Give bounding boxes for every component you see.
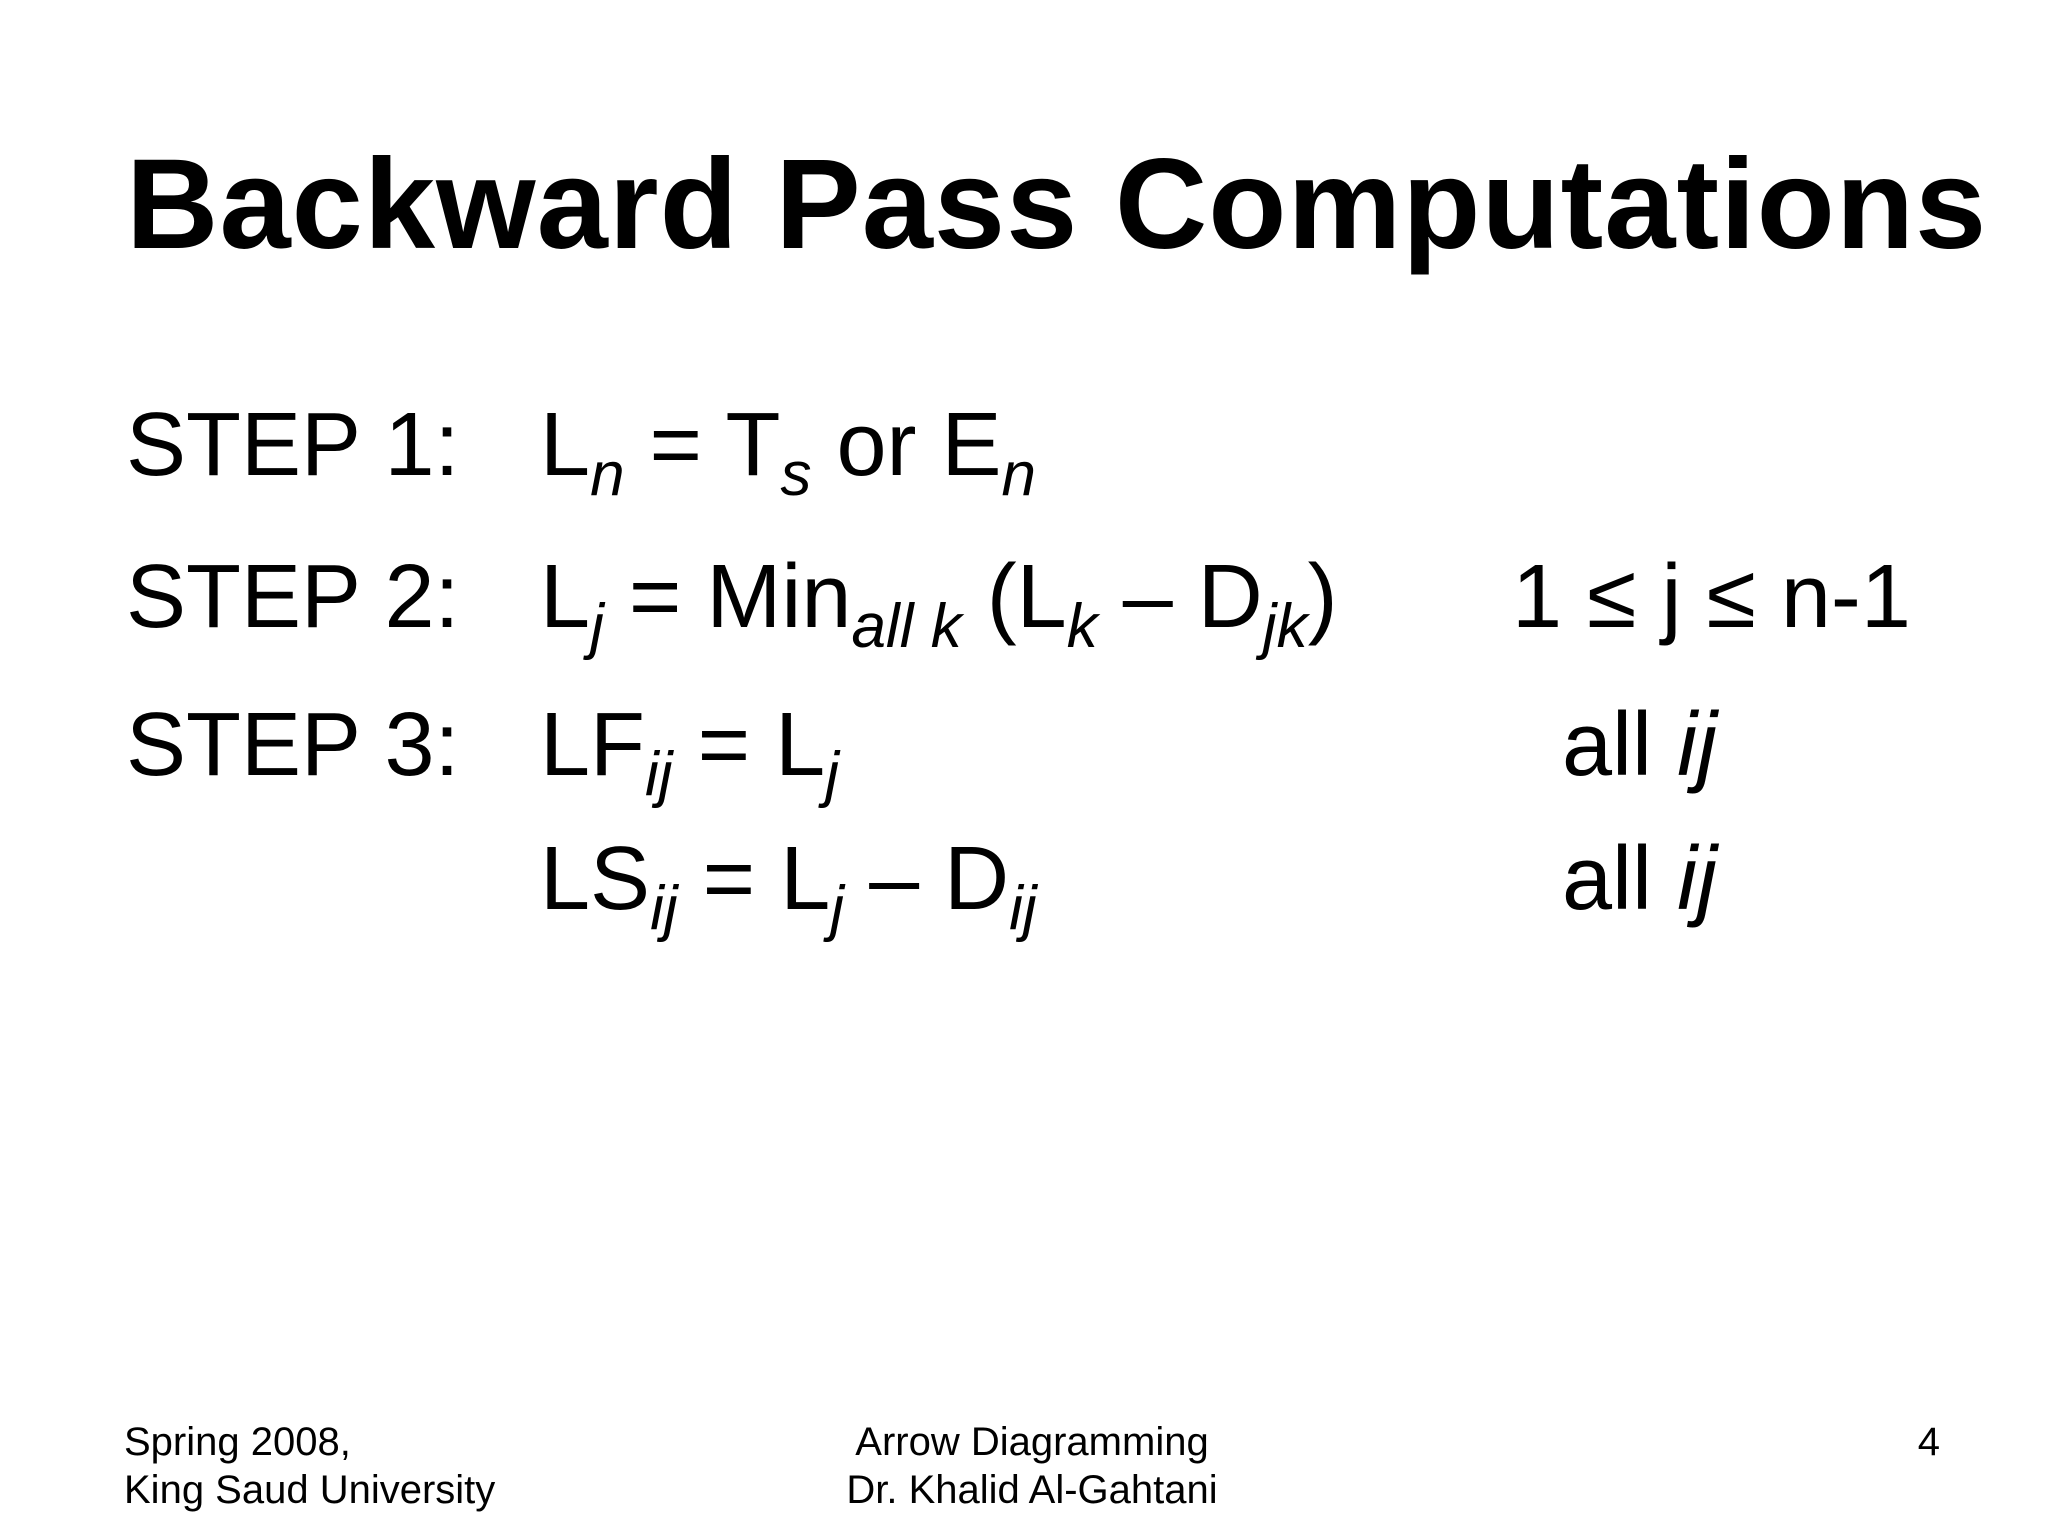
step-2-condition: 1 ≤ j ≤ n-1 <box>1512 547 1911 647</box>
footer-center: Arrow Diagramming Dr. Khalid Al-Gahtani <box>842 1418 1222 1514</box>
step-2-formula: Lj = Minall k (Lk – Djk) <box>540 547 1338 661</box>
step-1-formula: Ln = Ts or En <box>540 395 1037 509</box>
page-number: 4 <box>1917 1420 1940 1464</box>
footer-author: Dr. Khalid Al-Gahtani <box>846 1468 1218 1512</box>
step-3-condition-lf: all ij <box>1562 695 1718 795</box>
step-3-label: STEP 3: <box>126 695 460 795</box>
step-1-label: STEP 1: <box>126 395 460 495</box>
step-3-condition-ls: all ij <box>1562 829 1718 929</box>
step-3-formula-ls: LSij = Lj – Dij <box>540 829 1037 943</box>
footer-topic: Arrow Diagramming <box>855 1420 1209 1464</box>
slide-title: Backward Pass Computations <box>126 133 1988 276</box>
step-3-formula-lf: LFij = Lj <box>540 695 839 809</box>
footer-left: Spring 2008, King Saud University <box>124 1418 495 1514</box>
footer-semester: Spring 2008, <box>124 1420 351 1464</box>
footer-university: King Saud University <box>124 1468 496 1512</box>
step-2-label: STEP 2: <box>126 547 460 647</box>
